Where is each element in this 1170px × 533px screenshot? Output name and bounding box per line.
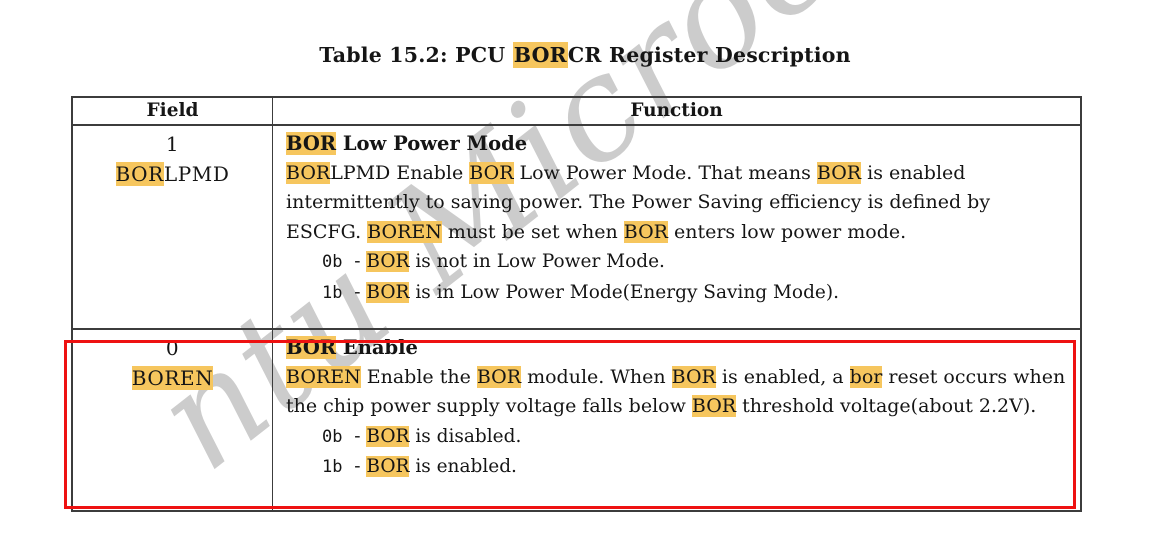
highlighted-text: BOR (286, 336, 337, 359)
column-header-function: Function (273, 98, 1080, 126)
text-line: BOR Enable (286, 336, 418, 359)
text-line: BOR Low Power Mode (286, 132, 528, 155)
highlighted-text: BOR (671, 365, 716, 388)
table-caption: Table 15.2: PCU BORCR Register Descripti… (319, 42, 851, 68)
highlighted-text: BOR (286, 132, 337, 155)
highlighted-text: BOR (366, 251, 410, 272)
text-line: 0 (165, 336, 180, 360)
highlighted-text: BOR (512, 42, 568, 68)
highlighted-text: BOR (623, 220, 668, 243)
highlighted-text: BOR (366, 425, 410, 447)
highlighted-text: BOR (816, 161, 862, 184)
highlighted-text: BOR (691, 395, 737, 417)
text-line: the chip power supply voltage falls belo… (286, 395, 1037, 417)
highlighted-text: BOREN (131, 366, 214, 390)
text-line: 0b - BOR is not in Low Power Mode. (322, 251, 665, 272)
text-line: BOREN (73, 363, 272, 393)
highlighted-text: BOREN (286, 365, 361, 388)
text-line: 1b - BOR is in Low Power Mode(Energy Sav… (322, 281, 839, 303)
text-line: 1b - BOR is enabled. (322, 456, 517, 477)
highlighted-text: BOR (476, 365, 522, 388)
highlighted-text: BOR (366, 456, 410, 477)
text-line: intermittently to saving power. The Powe… (286, 191, 991, 213)
text-line: BOREN Enable the BOR module. When BOR is… (286, 365, 1066, 388)
text-line: ESCFG. BOREN must be set when BOR enters… (286, 220, 907, 243)
highlighted-text: BOR (286, 161, 331, 184)
highlighted-text: BOR (366, 281, 410, 303)
highlighted-text: BOR (115, 162, 164, 186)
text-line: BORLPMD Enable BOR Low Power Mode. That … (286, 161, 966, 184)
column-header-field: Field (73, 98, 273, 126)
highlighted-text: BOR (469, 161, 514, 184)
text-line: 1 (165, 132, 180, 156)
text-line: 0b - BOR is disabled. (322, 425, 522, 447)
text-line: BORLPMD (115, 162, 230, 186)
highlighted-text: bor (849, 365, 883, 388)
highlighted-text: BOREN (367, 220, 442, 243)
